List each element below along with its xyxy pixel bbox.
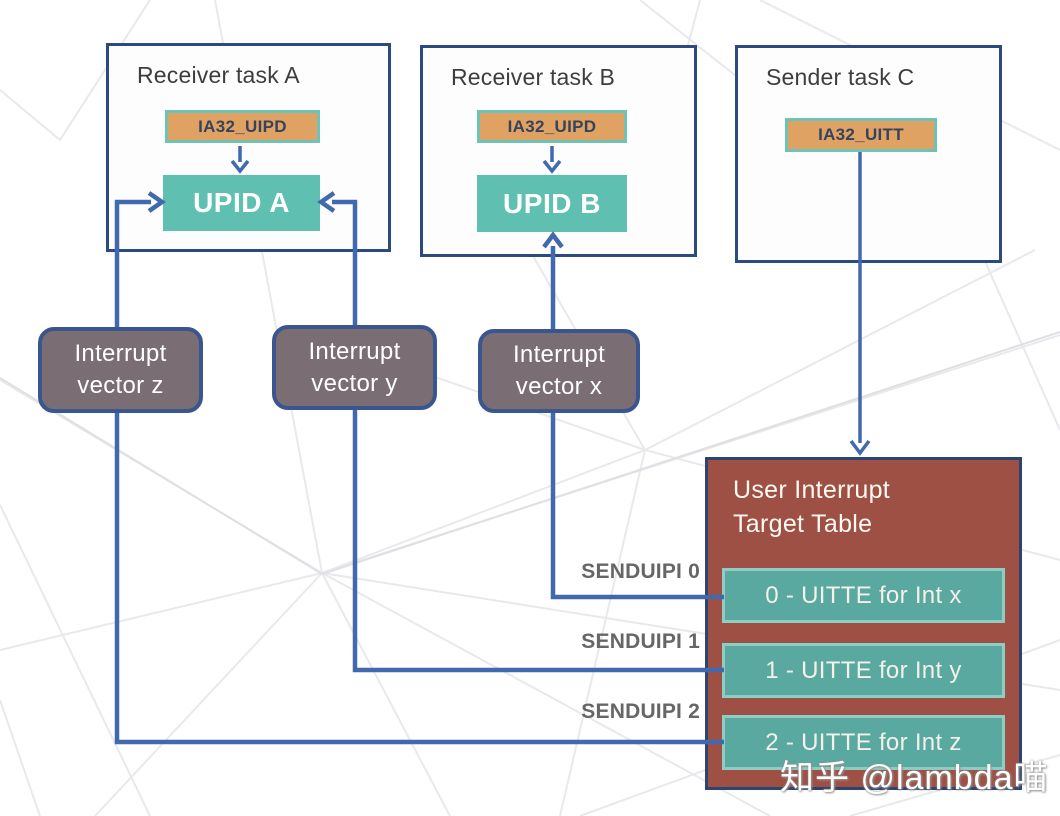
vector-z-line2: vector z <box>77 372 164 399</box>
interrupt-vector-y-node: Interrupt vector y <box>272 325 437 410</box>
uitt-title-line2: Target Table <box>733 509 873 538</box>
zhihu-watermark: 知乎 @lambda喵 <box>780 759 1049 797</box>
ia32-uitt-register: IA32_UITT <box>785 118 937 152</box>
interrupt-vector-z-node: Interrupt vector z <box>38 327 203 413</box>
vector-z-line1: Interrupt <box>74 340 167 368</box>
interrupt-vector-x-node: Interrupt vector x <box>478 329 640 413</box>
receiver-task-b-box: Receiver task B IA32_UIPD UPID B <box>420 45 697 257</box>
vector-y-line1: Interrupt <box>308 337 401 365</box>
vector-y-line2: vector y <box>311 369 398 397</box>
vector-x-line1: Interrupt <box>512 341 606 369</box>
uitte-entry-1: 1 - UITTE for Int y <box>722 643 1005 698</box>
vector-x-line2: vector x <box>515 373 603 400</box>
upid-b-box: UPID B <box>477 175 627 232</box>
upid-a-box: UPID A <box>163 175 320 231</box>
arrowhead-into-table <box>849 439 871 456</box>
senduipi-2-label: SENDUIPI 2 <box>581 700 700 723</box>
sender-task-c-title: Sender task C <box>766 64 915 90</box>
receiver-task-b-title: Receiver task B <box>451 64 616 90</box>
senduipi-1-label: SENDUIPI 1 <box>581 630 700 653</box>
arrow-line-vector-x <box>550 246 724 600</box>
user-interrupt-target-table: User Interrupt Target Table 0 - UITTE fo… <box>705 457 1022 790</box>
senduipi-0-label: SENDUIPI 0 <box>581 560 700 583</box>
arrow-line-vector-z <box>114 199 724 745</box>
receiver-task-a-title: Receiver task A <box>137 62 300 88</box>
ia32-uipd-register-b: IA32_UIPD <box>477 110 627 143</box>
uitt-title-line1: User Interrupt <box>733 476 891 504</box>
ia32-uipd-register-a: IA32_UIPD <box>165 110 320 143</box>
sender-task-c-box: Sender task C IA32_UITT <box>735 45 1002 263</box>
uitt-table-title: User Interrupt Target Table <box>733 474 890 542</box>
receiver-task-a-box: Receiver task A IA32_UIPD UPID A <box>106 43 391 252</box>
uitte-entry-0: 0 - UITTE for Int x <box>722 568 1005 623</box>
arrow-line-vector-y <box>332 199 724 673</box>
